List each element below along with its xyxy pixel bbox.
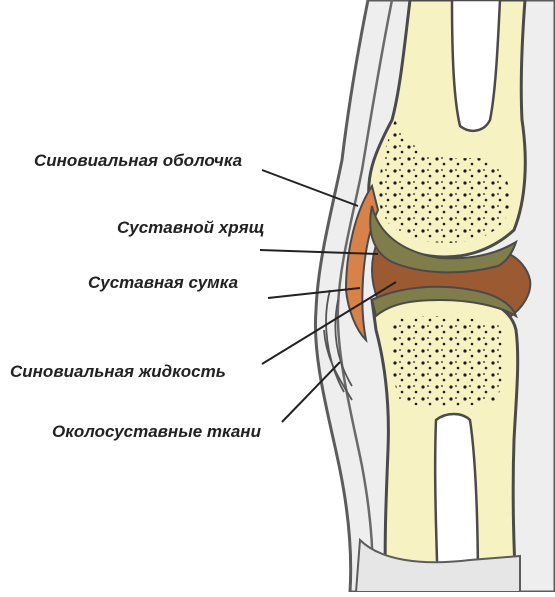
label-joint-capsule: Суставная сумка	[88, 273, 238, 293]
label-articular-cartilage: Суставной хрящ	[117, 218, 265, 238]
label-synovial-membrane: Синовиальная оболочка	[34, 151, 242, 171]
lower-bone-marrow	[391, 316, 505, 407]
label-synovial-fluid: Синовиальная жидкость	[10, 362, 226, 382]
label-periarticular-tissues: Околосуставные ткани	[52, 422, 261, 442]
